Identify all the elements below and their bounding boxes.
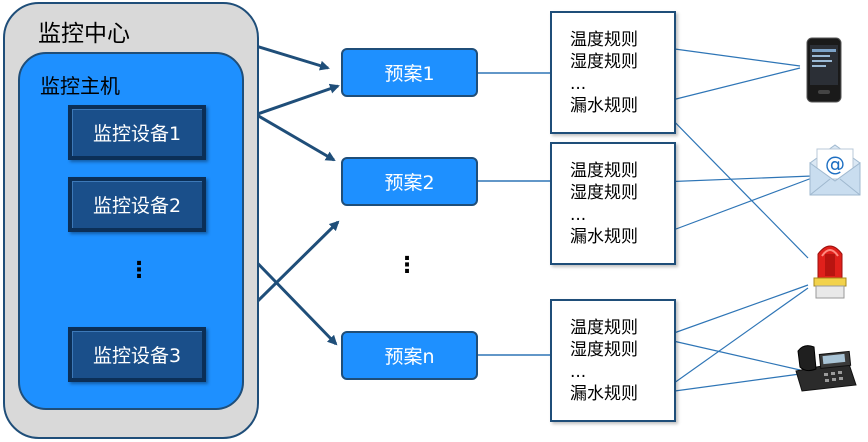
link-r2-leak-email: [659, 177, 813, 236]
plan-ellipsis: ⋮: [396, 253, 418, 278]
rule-water-leak: 漏水规则: [570, 227, 638, 247]
rule-temperature: 温度规则: [570, 30, 638, 50]
plan-2: 预案2: [341, 157, 478, 206]
email-icon: @: [809, 144, 861, 196]
rule-water-leak: 漏水规则: [570, 384, 638, 404]
rules-box-plan-1: 温度规则 湿度规则 ... 漏水规则: [550, 11, 676, 134]
plan-1: 预案1: [341, 48, 478, 97]
rule-ellipsis: ...: [570, 205, 587, 225]
link-rn-leak-phone: [659, 373, 801, 394]
plan-n: 预案n: [341, 331, 478, 380]
link-rn-temp-siren: [659, 284, 809, 339]
monitor-device-1: 监控设备1: [68, 105, 206, 160]
rule-ellipsis: ...: [570, 74, 587, 94]
link-r1-temp-phone: [659, 46, 801, 67]
alarm-siren-icon: [813, 245, 847, 299]
device-ellipsis: ⋮: [128, 258, 150, 283]
rule-temperature: 温度规则: [570, 161, 638, 181]
monitor-host-title: 监控主机: [40, 74, 120, 98]
monitor-device-2: 监控设备2: [68, 177, 206, 232]
rule-humidity: 湿度规则: [570, 183, 638, 203]
rule-humidity: 湿度规则: [570, 52, 638, 72]
mobile-phone-icon: [806, 37, 842, 103]
svg-text:@: @: [825, 152, 845, 176]
monitor-center-title: 监控中心: [38, 21, 130, 47]
link-r1-leak-phone: [659, 67, 801, 104]
link-r2-temp-email: [659, 175, 813, 183]
rule-water-leak: 漏水规则: [570, 96, 638, 116]
rules-box-plan-2: 温度规则 湿度规则 ... 漏水规则: [550, 142, 676, 265]
link-r1-leak-siren: [659, 106, 809, 259]
monitor-device-3: 监控设备3: [68, 327, 206, 382]
desk-telephone-icon: [795, 345, 857, 392]
link-rn-humid-phone: [659, 337, 801, 371]
rule-ellipsis: ...: [570, 362, 587, 382]
rule-humidity: 湿度规则: [570, 340, 638, 360]
rules-box-plan-n: 温度规则 湿度规则 ... 漏水规则: [550, 299, 676, 422]
link-rn-leak-siren: [659, 287, 809, 394]
rule-temperature: 温度规则: [570, 318, 638, 338]
